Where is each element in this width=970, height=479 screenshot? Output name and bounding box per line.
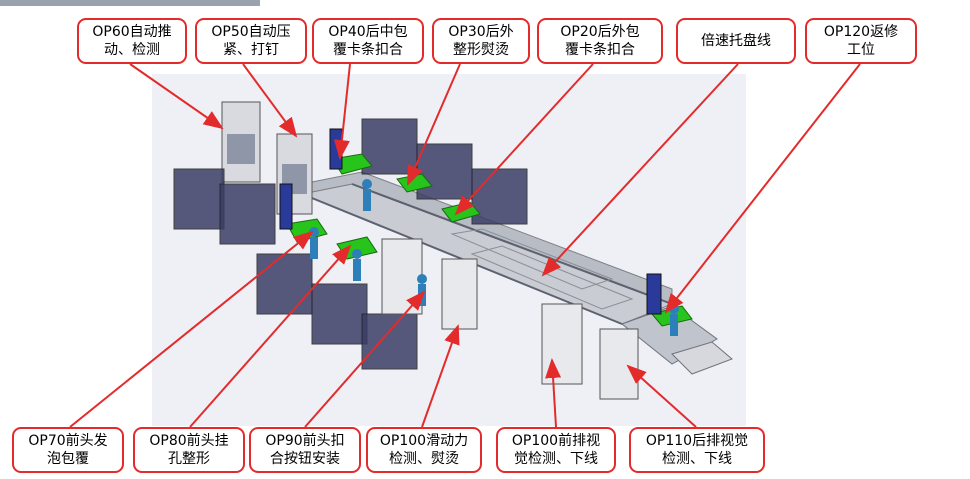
- label-op90: OP90前头扣 合按钮安装: [249, 427, 361, 473]
- label-op80: OP80前头挂 孔整形: [133, 427, 245, 473]
- arrow-op70: [69, 230, 314, 428]
- label-op20: OP20后外包 覆卡条扣合: [537, 18, 663, 64]
- label-op30: OP30后外 整形熨烫: [432, 18, 530, 64]
- arrow-op120: [664, 63, 861, 314]
- label-op50: OP50自动压 紧、打钉: [195, 18, 307, 64]
- production-line-drawing: [173, 101, 733, 400]
- label-tray: 倍速托盘线: [676, 18, 796, 64]
- arrow-op20: [454, 63, 594, 216]
- label-op70: OP70前头发 泡包覆: [12, 427, 124, 473]
- production-line-rendering: [152, 74, 746, 426]
- arrow-op100a: [421, 324, 460, 428]
- label-op100a: OP100滑动力 检测、熨烫: [366, 427, 482, 473]
- arrow-op50: [242, 63, 298, 138]
- slide-title-bar: [0, 0, 260, 6]
- label-op120: OP120返修 工位: [805, 18, 917, 64]
- arrow-op90: [304, 290, 426, 428]
- arrow-tray: [541, 63, 739, 277]
- arrow-op40: [333, 63, 351, 160]
- arrow-op60: [129, 63, 224, 130]
- arrow-op80: [189, 244, 352, 428]
- label-op40: OP40后中包 覆卡条扣合: [312, 18, 424, 64]
- arrow-op100b: [545, 358, 562, 428]
- label-op110: OP110后排视觉 检测、下线: [629, 427, 765, 473]
- label-op100b: OP100前排视 觉检测、下线: [496, 427, 616, 473]
- arrow-op30: [407, 63, 461, 186]
- label-op60: OP60自动推 动、检测: [77, 18, 187, 64]
- arrow-op110: [626, 364, 697, 428]
